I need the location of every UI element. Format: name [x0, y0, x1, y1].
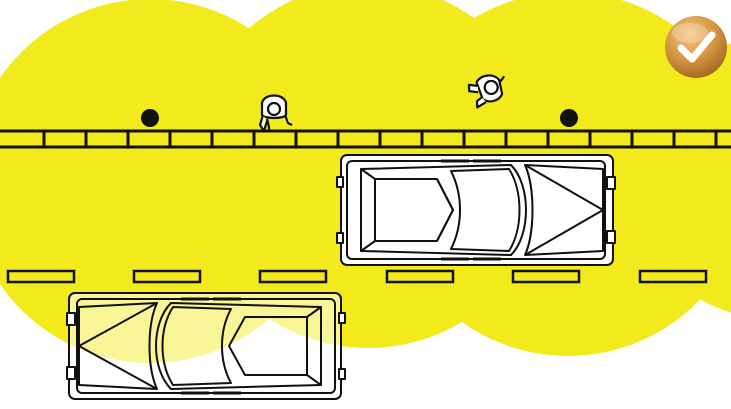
pedestrian-icon	[467, 74, 506, 109]
light-zone-4	[630, 43, 731, 313]
car-top-view-icon	[66, 292, 346, 400]
pedestrian-icon	[258, 94, 293, 133]
checkmark-badge[interactable]	[664, 15, 728, 79]
lane-markings	[6, 269, 708, 284]
street-lamp-icon	[560, 109, 578, 127]
car-top-view-icon	[336, 154, 616, 266]
sidewalk-slabs	[0, 129, 731, 149]
street-lamp-icon	[141, 109, 159, 127]
checkmark-icon	[665, 16, 727, 78]
